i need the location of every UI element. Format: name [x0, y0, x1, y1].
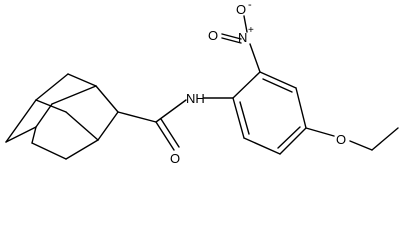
bond	[259, 71, 297, 89]
molecule-structure: NH N + O - O O O	[5, 0, 399, 166]
bond	[155, 99, 187, 123]
bond	[51, 85, 97, 105]
bond	[160, 118, 180, 148]
bond	[95, 85, 119, 113]
bond	[65, 111, 99, 141]
amide-nh-label: NH	[186, 91, 205, 106]
bond	[243, 15, 248, 33]
bond	[232, 97, 245, 139]
bond	[5, 99, 37, 143]
carbonyl-o-label: O	[170, 151, 180, 166]
bond	[35, 73, 69, 101]
nitro-o-label: O	[208, 28, 218, 43]
bond	[97, 111, 119, 141]
bond	[35, 99, 67, 113]
bond	[221, 37, 242, 44]
bond	[31, 126, 37, 144]
bond	[155, 121, 175, 151]
bonds	[5, 15, 399, 160]
bond	[277, 126, 301, 149]
bond	[371, 127, 399, 151]
nitro-o-minus-label: O	[236, 2, 246, 17]
ether-o-label: O	[336, 132, 346, 147]
bond	[295, 87, 307, 129]
nitro-n-charge: +	[248, 25, 254, 36]
bond	[279, 127, 307, 155]
bond	[243, 137, 281, 155]
atom-labels: NH N + O - O O O	[170, 0, 346, 166]
bond	[232, 71, 261, 99]
bond	[262, 78, 293, 93]
bond	[35, 103, 53, 128]
bond	[305, 127, 335, 137]
bond	[65, 139, 99, 160]
bond	[5, 126, 37, 143]
bond	[31, 142, 67, 160]
bond	[249, 43, 261, 73]
bond	[349, 140, 373, 151]
bond	[117, 111, 157, 123]
bond	[221, 33, 242, 40]
nitro-o-minus-charge: -	[248, 0, 252, 11]
bond	[67, 73, 97, 87]
bond	[239, 101, 250, 135]
nitro-n-label: N	[238, 30, 247, 45]
